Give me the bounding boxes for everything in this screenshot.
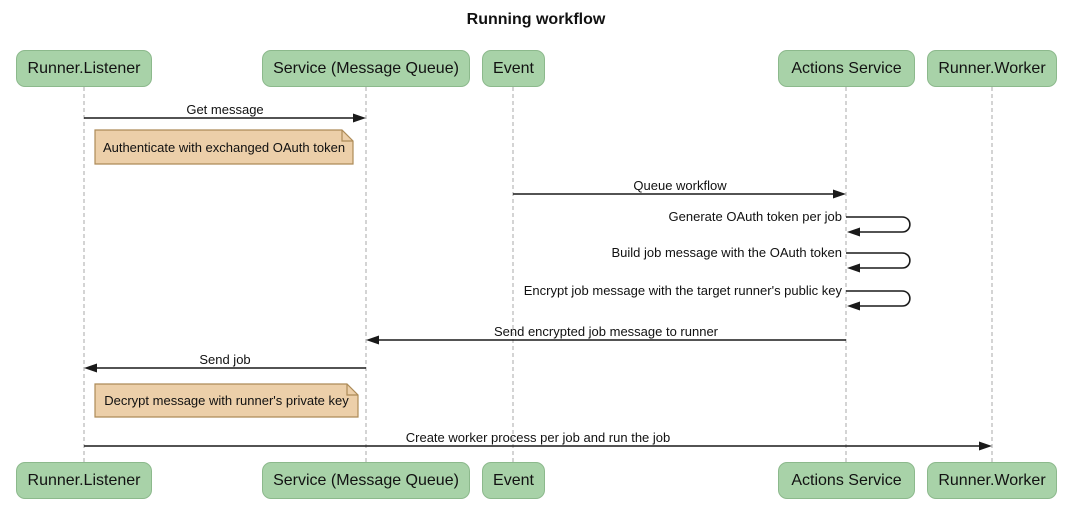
note-fold-icon [346,384,358,396]
message-label-send-encrypted-job-message: Send encrypted job message to runner [493,324,719,339]
message-arrow-generate-oauth-token-self-loop [846,216,911,237]
message-label-encrypt-job-message: Encrypt job message with the target runn… [523,283,842,298]
note-authenticate-oauth: Authenticate with exchanged OAuth token [102,139,346,155]
actor-bottom-runner-listener: Runner.Listener [16,462,152,499]
message-arrow-build-job-message-self-loop [846,252,911,273]
message-arrow-send-job [84,363,366,373]
message-arrows [84,113,992,451]
actor-top-actions-service: Actions Service [778,50,915,87]
actor-bottom-actions-service: Actions Service [778,462,915,499]
message-label-create-worker-process: Create worker process per job and run th… [405,430,671,445]
message-arrow-get-message [84,113,366,123]
actor-bottom-event: Event [482,462,545,499]
note-shape-authenticate-oauth [94,129,354,165]
note-shapes [94,129,359,418]
note-shape-decrypt-private-key [94,383,359,418]
message-label-build-job-message: Build job message with the OAuth token [611,245,842,260]
actor-bottom-runner-worker: Runner.Worker [927,462,1057,499]
actor-top-runner-worker: Runner.Worker [927,50,1057,87]
message-arrow-create-worker-process [84,441,992,451]
message-label-queue-workflow: Queue workflow [633,178,727,193]
message-arrow-send-encrypted-job-message [366,335,846,345]
diagram-title: Running workflow [466,11,606,28]
message-label-send-job: Send job [199,352,251,367]
actor-top-service-message-queue: Service (Message Queue) [262,50,470,87]
message-label-generate-oauth-token: Generate OAuth token per job [668,209,842,224]
message-arrow-queue-workflow [513,189,846,199]
actor-top-runner-listener: Runner.Listener [16,50,152,87]
message-arrow-encrypt-job-message-self-loop [846,290,911,311]
actor-top-event: Event [482,50,545,87]
actor-bottom-service-message-queue: Service (Message Queue) [262,462,470,499]
message-label-get-message: Get message [186,102,264,117]
note-decrypt-private-key: Decrypt message with runner's private ke… [104,393,349,408]
note-fold-icon [341,130,353,142]
